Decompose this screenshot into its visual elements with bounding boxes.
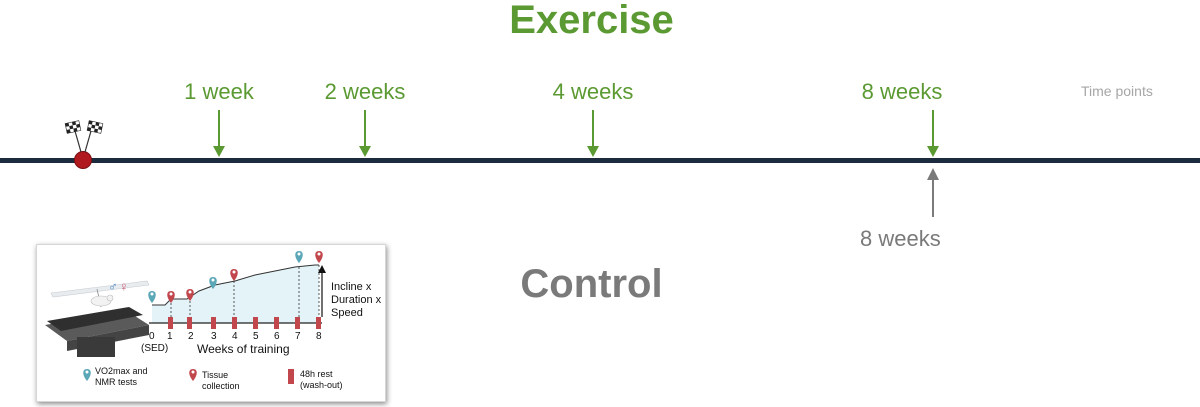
pin-markers [148, 251, 323, 303]
legend-rest-line2: (wash-out) [300, 380, 343, 390]
timepoint-label-1-week: 1 week [184, 79, 254, 104]
tick-label-1: 1 [167, 331, 173, 342]
time-points-caption: Time points [1081, 83, 1153, 99]
timepoint-label-8-weeks: 8 weeks [861, 79, 943, 104]
timepoint-label-2-weeks: 2 weeks [324, 79, 406, 104]
load-profile-area [152, 265, 319, 323]
blue-pin-icon [83, 369, 91, 381]
tick-label-6: 6 [274, 331, 280, 342]
sed-label: (SED) [141, 343, 169, 354]
tick-label-4: 4 [232, 331, 238, 342]
exercise-arrow-4-weeks [587, 110, 599, 157]
legend-tissue-line1: Tissue [202, 370, 229, 380]
control-title: Control [520, 262, 663, 306]
load-label-incline: Incline x [331, 281, 372, 293]
tick-label-2: 2 [188, 331, 194, 342]
load-label-duration: Duration x [331, 294, 382, 306]
legend-rest-line1: 48h rest [300, 369, 333, 379]
legend-vo2-line2: NMR tests [95, 377, 138, 387]
red-bar-icon [288, 369, 294, 384]
exercise-arrow-2-weeks [359, 110, 371, 157]
tick-label-8: 8 [316, 331, 322, 342]
timeline-bar [0, 158, 1200, 163]
female-symbol: ♀ [119, 279, 129, 294]
legend-tissue-line2: collection [202, 381, 240, 391]
exercise-arrow-8-weeks [927, 110, 939, 157]
protocol-graphic [45, 251, 326, 384]
load-label-speed: Speed [331, 307, 363, 319]
control-timepoint-label: 8 weeks [860, 226, 941, 251]
legend-vo2-line1: VO2max and [95, 366, 148, 376]
tick-label-7: 7 [295, 331, 301, 342]
tick-label-5: 5 [253, 331, 259, 342]
tick-label-0: 0 [149, 331, 155, 342]
tick-label-3: 3 [211, 331, 217, 342]
treadmill-icon [45, 280, 150, 357]
exercise-title: Exercise [509, 0, 674, 42]
exercise-arrow-1-week [213, 110, 225, 157]
red-pin-icon [189, 369, 197, 381]
inset-axis-title: Weeks of training [197, 342, 290, 356]
start-marker [74, 151, 92, 169]
rest-bars [168, 317, 321, 329]
timepoint-label-4-weeks: 4 weeks [552, 79, 634, 104]
training-protocol-inset: ♂ ♀ 0 1 2 3 4 5 6 7 8 (SED) Weeks of tra… [36, 244, 386, 402]
checkered-flags-icon [64, 120, 104, 153]
control-arrow-8-weeks [927, 168, 939, 217]
male-symbol: ♂ [108, 279, 118, 294]
